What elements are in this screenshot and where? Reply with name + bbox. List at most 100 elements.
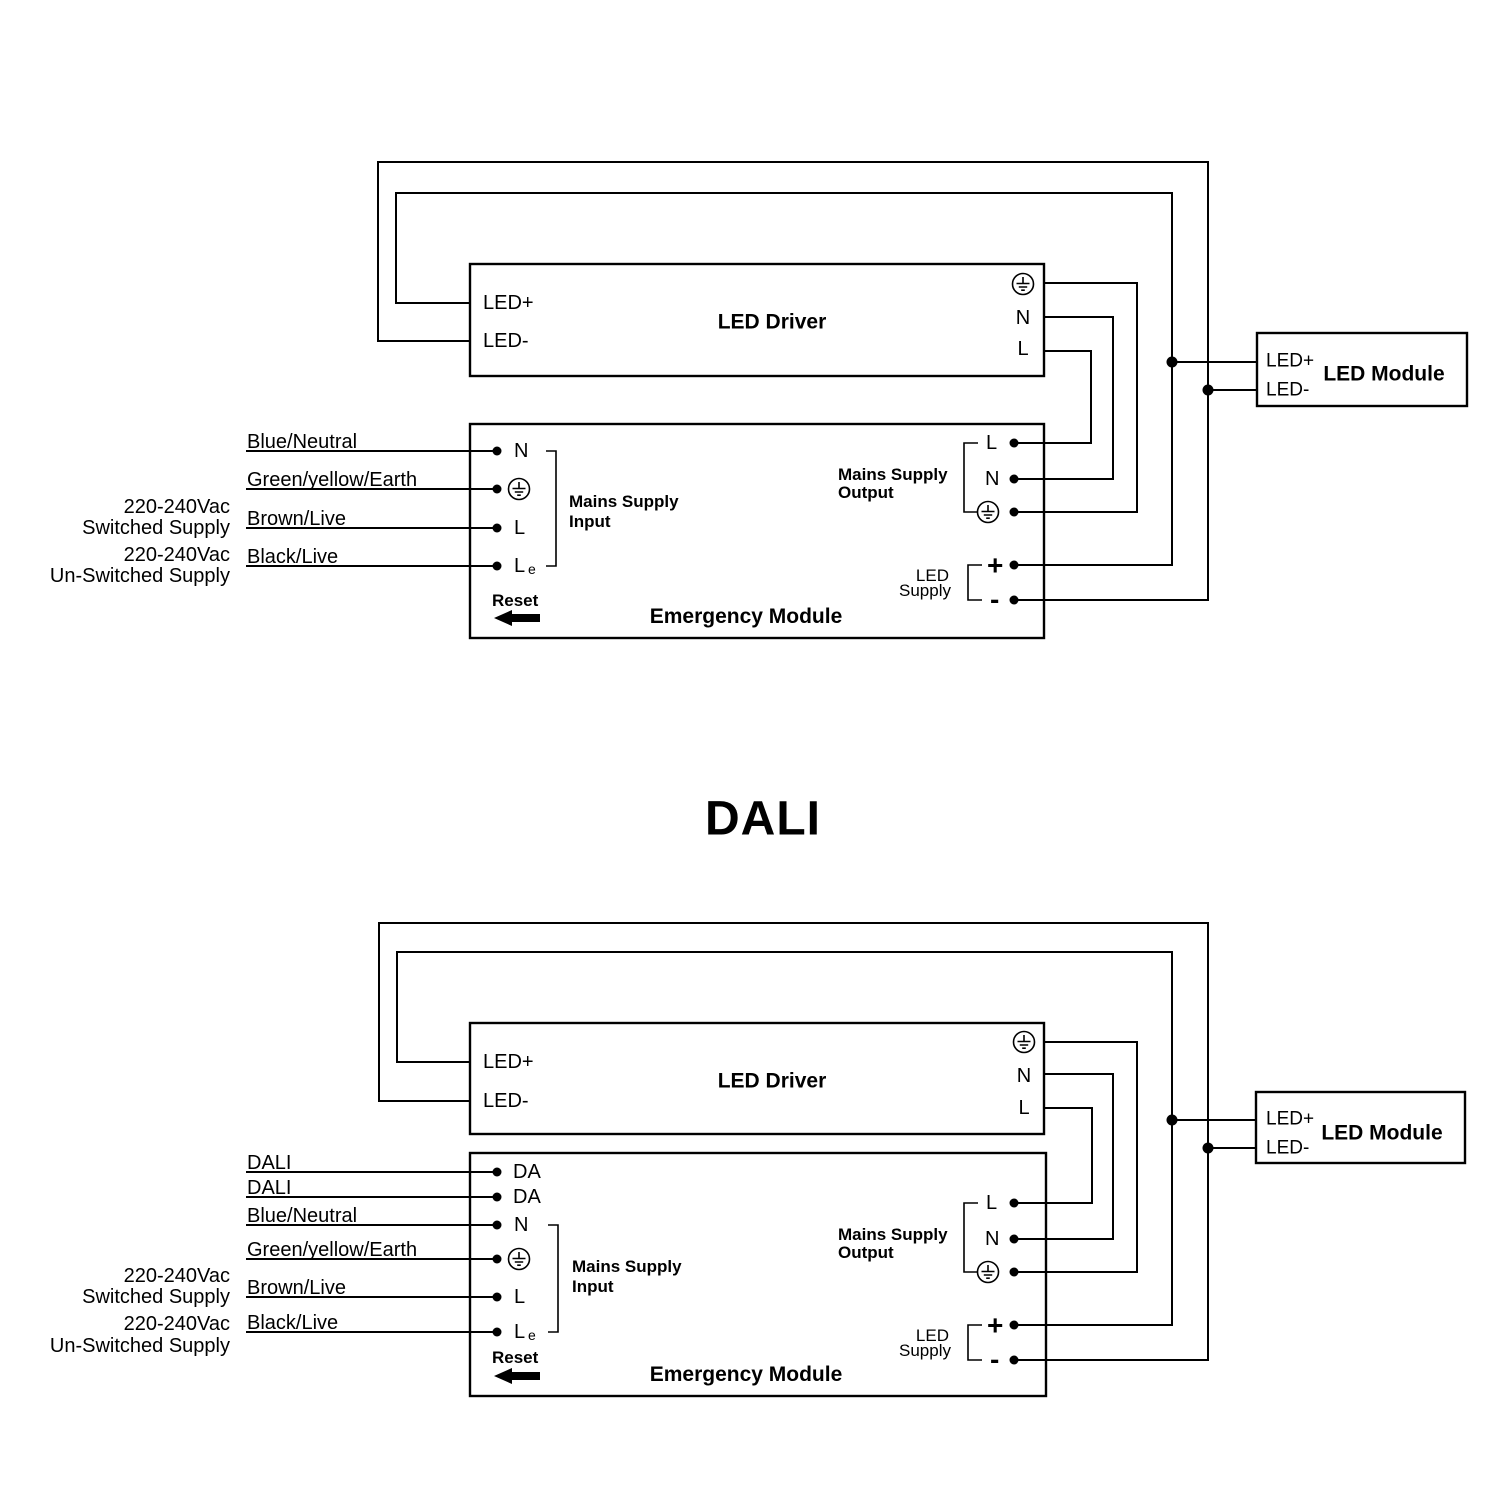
driver-led-plus-label-bottom: LED+ (483, 1051, 534, 1073)
terminal-dot-out-earth-bottom (1009, 1267, 1019, 1277)
output-n-label-bottom: N (985, 1228, 999, 1250)
wire-driver-l-bottom (1014, 1107, 1093, 1204)
black-live-label-top: Black/Live (247, 546, 338, 568)
terminal-dot-n-bottom (492, 1220, 502, 1230)
wire-led-minus-loop-top (377, 161, 1209, 601)
mains-supply-output-line1-bottom: Mains Supply (838, 1225, 948, 1244)
terminal-le-top: L (514, 555, 525, 577)
driver-l-label-bottom: L (1018, 1097, 1029, 1119)
driver-n-label-top: N (1016, 307, 1030, 329)
driver-led-minus-label-bottom: LED- (483, 1090, 529, 1112)
reset-label-bottom: Reset (492, 1348, 539, 1367)
driver-n-label-bottom: N (1017, 1065, 1031, 1087)
junction-dot-plus-bottom (1166, 1114, 1178, 1126)
led-driver-title-top: LED Driver (718, 311, 827, 334)
terminal-dot-da1-bottom (492, 1167, 502, 1177)
terminal-dot-l-bottom (492, 1292, 502, 1302)
diagram-bottom: LED+ LED- LED Driver N L DA DA N L L e M… (50, 922, 1467, 1398)
ground-icon-output-top (976, 500, 1000, 524)
reset-label-top: Reset (492, 591, 539, 610)
dali-label1-bottom: DALI (247, 1152, 291, 1174)
emergency-module-title-bottom: Emergency Module (650, 1363, 843, 1386)
terminal-dot-out-n-bottom (1009, 1234, 1019, 1244)
output-bracket-top (963, 442, 978, 513)
switched-supply-v-bottom: 220-240Vac (124, 1265, 230, 1287)
mains-supply-input-line1-bottom: Mains Supply (572, 1257, 682, 1276)
reset-arrow-icon-bottom (494, 1368, 540, 1384)
diagram-top: LED+ LED- LED Driver N L N L L e Mains S… (50, 161, 1469, 640)
terminal-dot-earth-top (492, 484, 502, 494)
blue-neutral-label-bottom: Blue/Neutral (247, 1205, 357, 1227)
led-driver-box-top (468, 262, 1046, 378)
terminal-dot-out-n-top (1009, 474, 1019, 484)
wire-driver-ground-bottom (1014, 1041, 1138, 1273)
terminal-dot-le-bottom (492, 1327, 502, 1337)
terminal-da1-bottom: DA (513, 1161, 541, 1183)
wire-driver-ground-top (1014, 282, 1138, 513)
green-yellow-earth-label-top: Green/yellow/Earth (247, 469, 417, 491)
minus-sign-top: - (990, 584, 999, 615)
terminal-dot-led-plus-top (1009, 560, 1019, 570)
ground-icon-driver-bottom (1012, 1030, 1036, 1054)
wire-led-plus-loop-bottom (396, 951, 1173, 1326)
dali-title: DALI (705, 793, 821, 846)
led-supply-line2-top: Supply (899, 581, 951, 600)
driver-l-label-top: L (1017, 338, 1028, 360)
terminal-dot-out-earth-top (1009, 507, 1019, 517)
emergency-module-box-bottom (468, 1151, 1048, 1398)
junction-dot-plus-top (1166, 356, 1178, 368)
terminal-l-top: L (514, 517, 525, 539)
black-live-label-bottom: Black/Live (247, 1312, 338, 1334)
terminal-dot-earth-bottom (492, 1254, 502, 1264)
terminal-l-bottom: L (514, 1286, 525, 1308)
emergency-module-box-top (468, 422, 1046, 640)
ground-icon-output-bottom (976, 1260, 1000, 1284)
green-yellow-earth-label-bottom: Green/yellow/Earth (247, 1239, 417, 1261)
dali-label2-bottom: DALI (247, 1177, 291, 1199)
terminal-le-sub-top: e (528, 561, 536, 577)
wire-led-minus-loop-bottom (378, 922, 1209, 1361)
unswitched-supply-label-bottom: Un-Switched Supply (50, 1335, 230, 1357)
mains-supply-input-line2-top: Input (569, 512, 611, 531)
brown-live-label-bottom: Brown/Live (247, 1277, 346, 1299)
brown-live-label-top: Brown/Live (247, 508, 346, 530)
emergency-module-title-top: Emergency Module (650, 605, 843, 628)
output-l-label-bottom: L (986, 1192, 997, 1214)
minus-sign-bottom: - (990, 1344, 999, 1375)
driver-led-minus-label-top: LED- (483, 330, 529, 352)
terminal-n-top: N (514, 440, 528, 462)
terminal-dot-l-top (492, 523, 502, 533)
led-supply-bracket-bottom (967, 1324, 982, 1361)
terminal-dot-out-l-bottom (1009, 1198, 1019, 1208)
input-bracket-top (546, 450, 557, 567)
terminal-dot-n-top (492, 446, 502, 456)
module-led-plus-bottom: LED+ (1266, 1109, 1314, 1130)
module-led-plus-top: LED+ (1266, 351, 1314, 372)
mains-supply-output-line2-top: Output (838, 483, 894, 502)
blue-neutral-label-top: Blue/Neutral (247, 431, 357, 453)
module-led-minus-top: LED- (1266, 380, 1309, 401)
mains-supply-output-line1-top: Mains Supply (838, 465, 948, 484)
wire-driver-l-top (1014, 350, 1092, 444)
junction-dot-minus-bottom (1202, 1142, 1214, 1154)
wire-driver-n-bottom (1014, 1073, 1114, 1240)
led-supply-line1-bottom: LED (916, 1326, 949, 1345)
terminal-dot-led-minus-bottom (1009, 1355, 1019, 1365)
ground-icon-driver-top (1011, 272, 1035, 296)
unswitched-supply-v-top: 220-240Vac (124, 544, 230, 566)
terminal-le-bottom: L (514, 1321, 525, 1343)
led-supply-line2-bottom: Supply (899, 1341, 951, 1360)
terminal-da2-bottom: DA (513, 1186, 541, 1208)
module-led-minus-bottom: LED- (1266, 1138, 1309, 1159)
led-driver-box-bottom (468, 1021, 1046, 1136)
led-supply-line1-top: LED (916, 566, 949, 585)
ground-icon-input-top (507, 477, 531, 501)
plus-sign-bottom: + (987, 1310, 1003, 1341)
terminal-dot-da2-bottom (492, 1192, 502, 1202)
wire-led-plus-loop-top (395, 192, 1173, 566)
led-module-box-top (1255, 331, 1469, 408)
led-supply-bracket-top (967, 564, 982, 601)
unswitched-supply-v-bottom: 220-240Vac (124, 1313, 230, 1335)
ground-icon-input-bottom (507, 1247, 531, 1271)
